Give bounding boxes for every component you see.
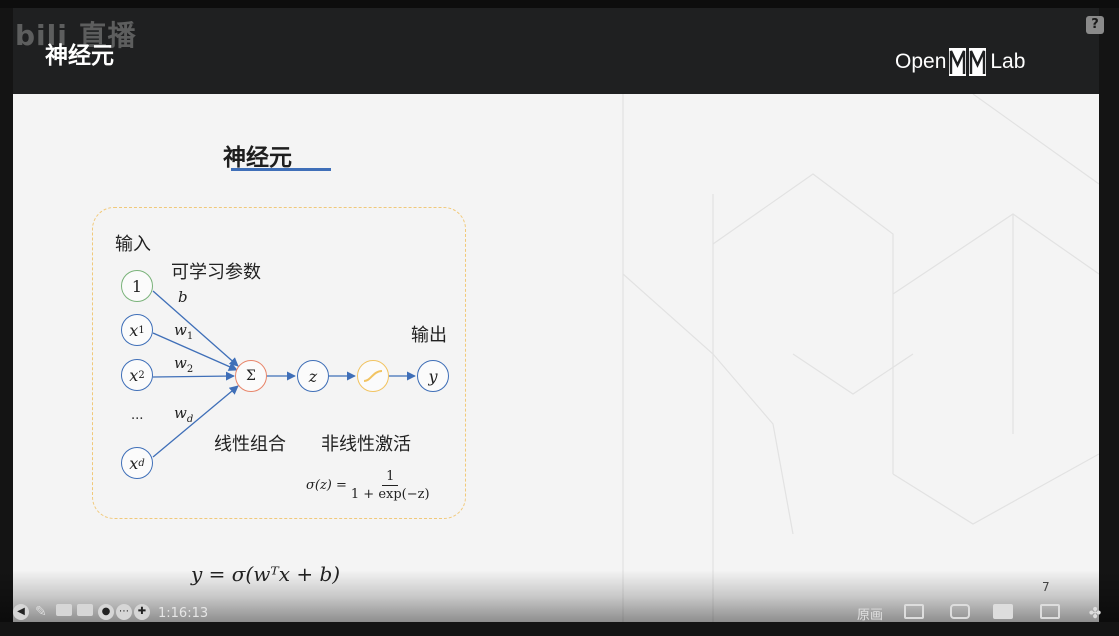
fullscreen-window-button[interactable]: [1040, 604, 1062, 622]
comment-icon: [993, 604, 1013, 619]
sigmoid-numerator: 1: [382, 469, 399, 486]
nonlinear-activation-label: 非线性激活: [321, 434, 411, 455]
slide-header: bili 直播 神经元 Open Lab: [13, 8, 1099, 94]
z-node: z: [297, 360, 329, 392]
w2-subscript: 2: [186, 364, 194, 375]
comment-button[interactable]: [993, 604, 1015, 622]
header-title: 神经元: [45, 43, 114, 69]
fan-button[interactable]: ✤: [1084, 604, 1106, 622]
output-node-y: y: [417, 360, 449, 392]
quality-button[interactable]: 原画: [856, 608, 883, 623]
wd-symbol: w: [174, 404, 187, 422]
neuron-diagram-box: [92, 207, 466, 519]
pip-button[interactable]: [904, 604, 926, 622]
playback-time: 1:16:13: [158, 606, 209, 621]
top-strip: [0, 0, 1119, 8]
w1-symbol: w: [174, 321, 187, 339]
w2-symbol: w: [174, 354, 187, 372]
more-button[interactable]: ⋯: [116, 604, 132, 620]
sigmoid-formula-lhs: σ(z) =: [306, 478, 347, 493]
openmmlab-logo: Open Lab: [895, 46, 1025, 78]
title-underline: [231, 168, 331, 171]
neuron-edges: [152, 290, 416, 458]
help-button[interactable]: ?: [1086, 16, 1104, 34]
weight-w2: w2: [174, 354, 193, 375]
sigmoid-denominator: 1 + exp(−z): [350, 487, 430, 502]
camera-button[interactable]: [77, 604, 93, 616]
slide-page-number: 7: [1042, 580, 1050, 594]
danmaku-icon: [950, 604, 970, 619]
record-icon: ●: [98, 604, 114, 620]
sum-symbol: Σ: [246, 368, 256, 384]
background-decoration: [622, 94, 1099, 622]
linear-combination-label: 线性组合: [214, 434, 286, 455]
sum-node: Σ: [235, 360, 267, 392]
danmaku-button[interactable]: [950, 604, 972, 622]
weight-wd: wd: [174, 404, 193, 425]
wd-subscript: d: [186, 414, 194, 425]
x2-symbol: x: [129, 365, 139, 385]
bias-node-value: 1: [131, 276, 143, 296]
slide: bili 直播 神经元 Open Lab 神经元: [13, 8, 1099, 622]
settings-button[interactable]: ✚: [134, 604, 150, 620]
sigmoid-formula: σ(z) = 1 1 + exp(−z): [306, 469, 430, 502]
x1-symbol: x: [129, 320, 139, 340]
y-symbol: y: [428, 366, 438, 386]
mm-logo-icon: [949, 48, 987, 76]
replay-button[interactable]: ◀: [13, 604, 29, 620]
pip-icon: [904, 604, 924, 619]
subtitle-button[interactable]: [56, 604, 72, 616]
pen-button[interactable]: ✎: [35, 604, 47, 620]
bias-node: 1: [121, 270, 153, 302]
w1-subscript: 1: [186, 331, 194, 342]
sigmoid-fraction: 1 1 + exp(−z): [351, 469, 430, 502]
x2-subscript: 2: [138, 369, 145, 381]
bilibili-watermark: bili 直播: [15, 19, 137, 52]
weight-b: b: [178, 288, 188, 306]
bottom-strip: [0, 622, 1119, 636]
z-symbol: z: [308, 366, 318, 386]
fan-icon: ✤: [1088, 604, 1102, 622]
input-label: 输入: [115, 234, 151, 255]
more-icon: ⋯: [116, 604, 132, 620]
sigmoid-node: [357, 360, 389, 392]
subtitle-icon: [56, 604, 72, 616]
params-label: 可学习参数: [171, 262, 261, 283]
settings-icon: ✚: [134, 604, 150, 620]
input-ellipsis: ...: [131, 408, 144, 423]
pen-icon: ✎: [35, 604, 47, 620]
record-button[interactable]: ●: [98, 604, 114, 620]
logo-text-lab: Lab: [990, 50, 1026, 73]
output-label: 输出: [411, 325, 447, 346]
xd-subscript: d: [138, 457, 145, 469]
replay-icon: ◀: [13, 604, 29, 620]
sigmoid-curve-icon: [363, 370, 383, 382]
slide-title: 神经元: [223, 145, 292, 171]
camera-icon: [77, 604, 93, 616]
x1-subscript: 1: [138, 324, 145, 336]
fullscreen-window-icon: [1040, 604, 1060, 619]
xd-symbol: x: [129, 453, 139, 473]
weight-w1: w1: [174, 321, 193, 342]
logo-text-open: Open: [895, 50, 947, 73]
